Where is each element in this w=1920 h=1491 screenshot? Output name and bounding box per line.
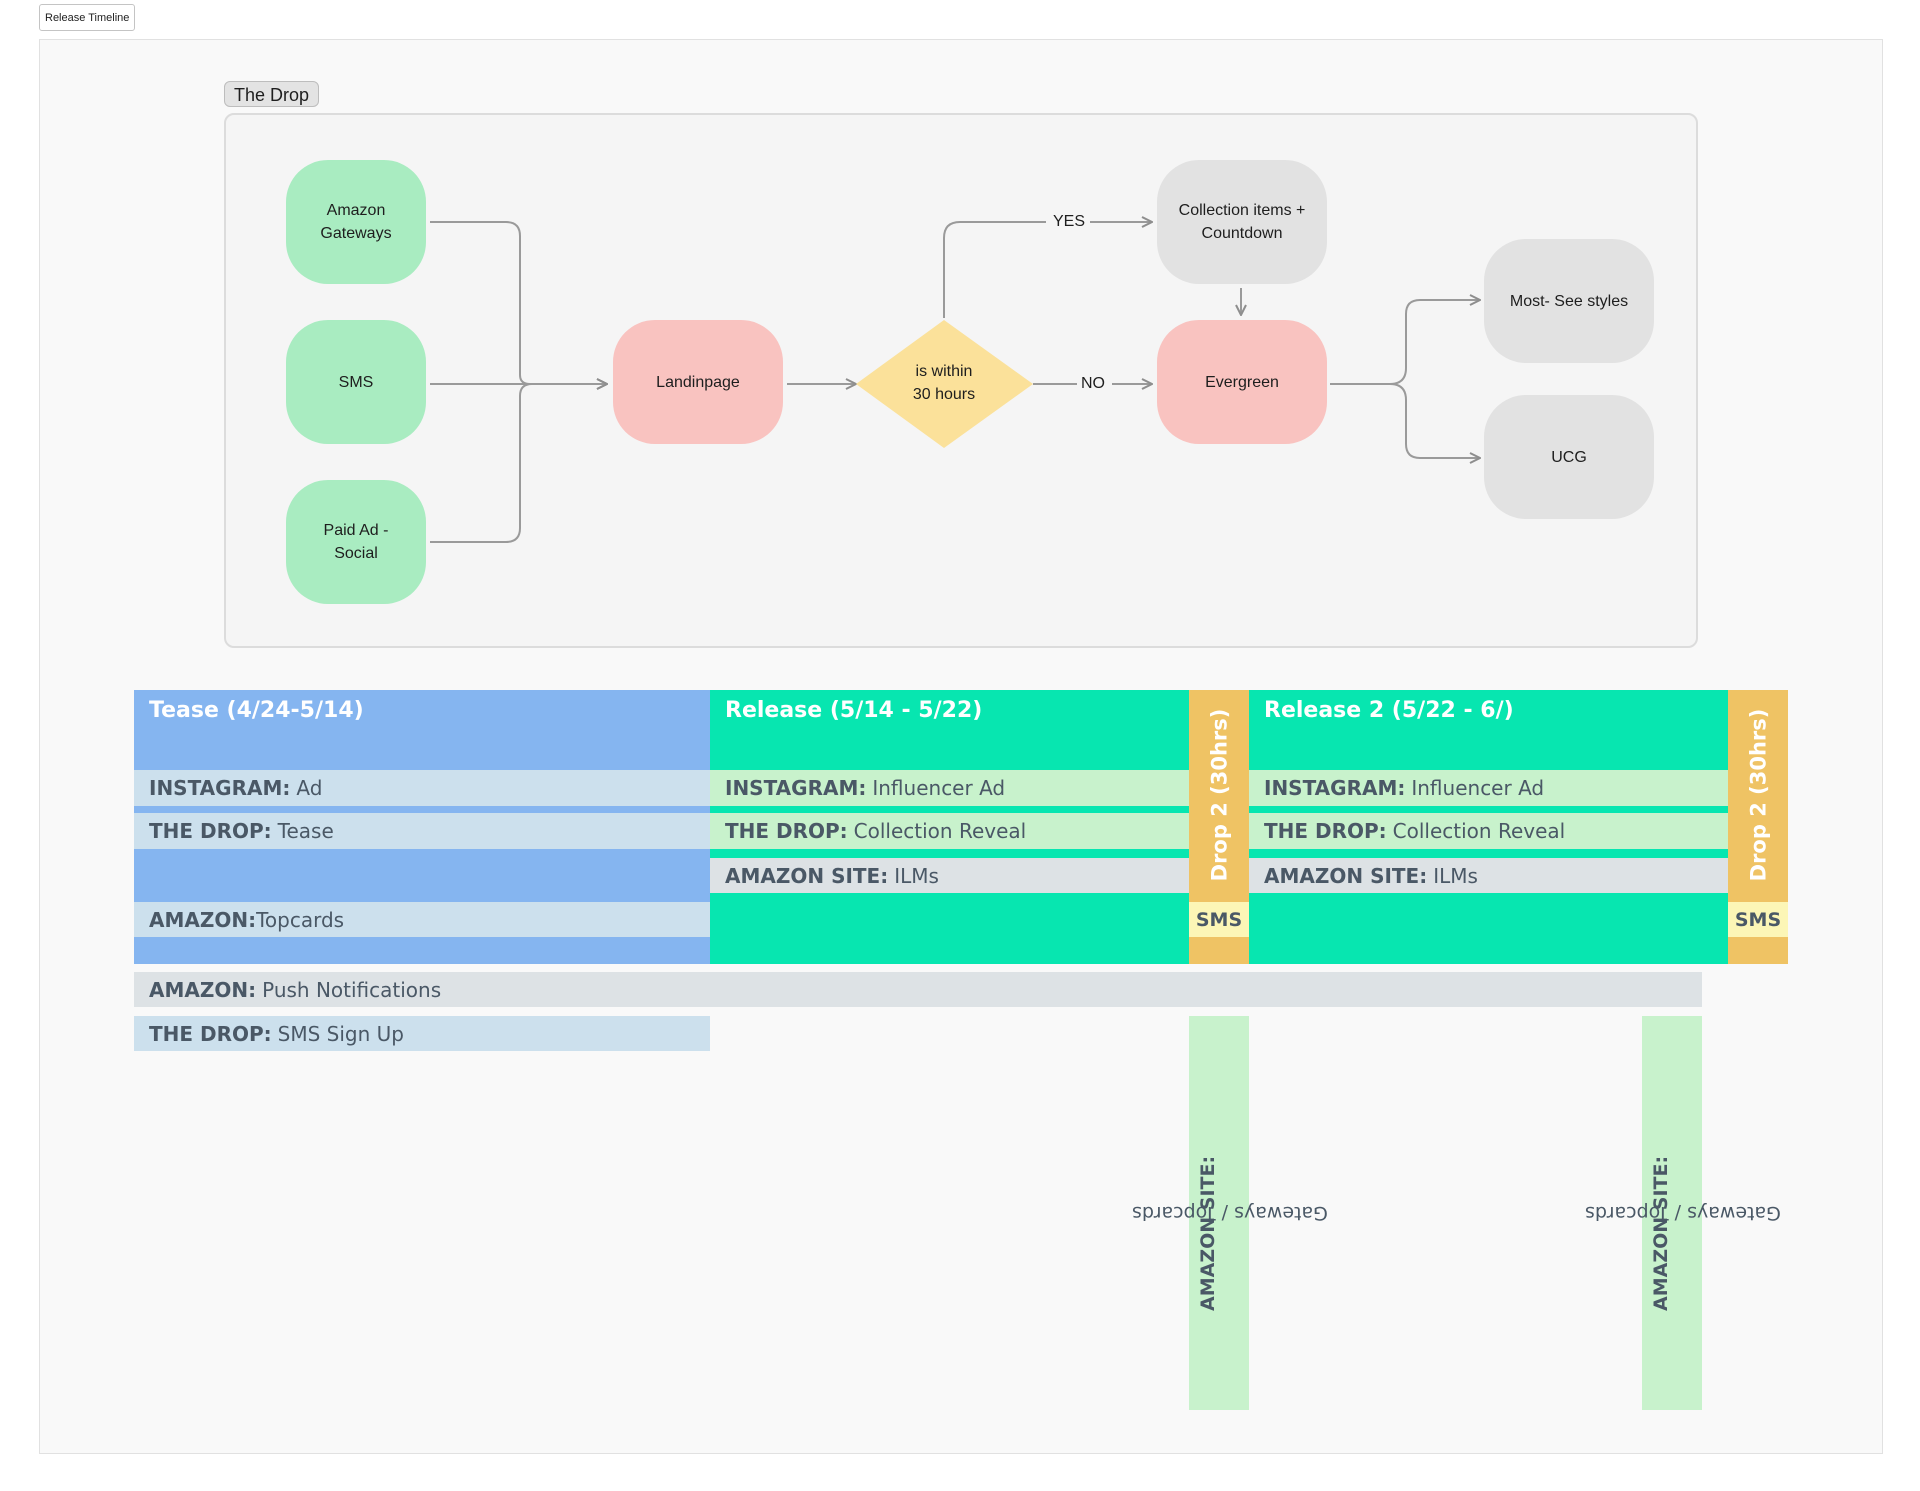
node-label: Social [334, 545, 378, 562]
release-row-the-drop[interactable]: THE DROP:Collection Reveal [710, 813, 1189, 849]
gateways-topcards-bar-a[interactable]: AMAZON SITE: Gateways / Topcards [1132, 1016, 1328, 1410]
row-label-bold: INSTAGRAM: [725, 776, 867, 800]
drop-label: Drop 2 (30hrs) [1746, 708, 1770, 882]
row-label-text: Gateways / Topcards [1585, 1202, 1781, 1224]
row-label-text: Collection Reveal [1392, 819, 1566, 843]
release-title[interactable]: Release (5/14 - 5/22) [725, 698, 983, 723]
drop-label: Drop 2 (30hrs) [1207, 708, 1231, 882]
row-label-text: Ad [296, 776, 323, 800]
node-label: 30 hours [912, 386, 976, 403]
node-sms[interactable]: SMS [286, 320, 426, 444]
node-label: Landinpage [656, 373, 740, 391]
release-row-amazon-site[interactable]: AMAZON SITE:ILMs [710, 858, 1189, 893]
node-label: Amazon [326, 202, 386, 219]
edge-label-no: NO [1078, 374, 1108, 394]
drop-a-sms[interactable]: SMS [1189, 902, 1249, 937]
decision-label[interactable]: is within 30 hours [857, 355, 1031, 411]
row-label-bold: AMAZON SITE: [1197, 1155, 1219, 1311]
node-landingpage[interactable]: Landinpage [613, 320, 783, 444]
decision-diamond [856, 320, 1033, 448]
edge-evergreen-ucg [1389, 383, 1480, 458]
gateways-topcards-bar-b[interactable]: AMAZON SITE: Gateways / Topcards [1585, 1016, 1781, 1410]
row-label-bold: AMAZON SITE: [1650, 1155, 1672, 1311]
node-most-see-styles[interactable]: Most- See styles [1484, 239, 1654, 363]
tease-row-amazon[interactable]: AMAZON:Topcards [134, 902, 710, 937]
row-label-bold: INSTAGRAM: [1264, 776, 1406, 800]
row-label-text: ILMs [1433, 863, 1478, 888]
release-row-instagram[interactable]: INSTAGRAM:Influencer Ad [710, 770, 1189, 806]
row-label-text: ILMs [894, 863, 939, 888]
release-2-row-instagram[interactable]: INSTAGRAM:Influencer Ad [1249, 770, 1728, 806]
row-label-text: Collection Reveal [853, 819, 1027, 843]
tease-row-the-drop[interactable]: THE DROP:Tease [134, 813, 710, 849]
release-2-row-amazon-site[interactable]: AMAZON SITE:ILMs [1249, 858, 1728, 893]
row-label-text: SMS Sign Up [277, 1021, 404, 1046]
node-label: Paid Ad - [323, 522, 389, 539]
row-label-bold: INSTAGRAM: [149, 776, 291, 800]
tease-row-instagram[interactable]: INSTAGRAM:Ad [134, 770, 710, 806]
drop-b-sms[interactable]: SMS [1728, 902, 1788, 937]
sms-signup-bar[interactable]: THE DROP:SMS Sign Up [134, 1016, 710, 1051]
row-label-bold: AMAZON SITE: [725, 863, 889, 888]
node-collection-countdown[interactable]: Collection items + Countdown [1157, 160, 1327, 284]
node-label: Evergreen [1205, 373, 1279, 391]
edge-evergreen-mostsee [1330, 300, 1480, 385]
row-label-text: Push Notifications [262, 977, 442, 1002]
tease-title[interactable]: Tease (4/24-5/14) [149, 698, 364, 723]
node-label: Most- See styles [1509, 292, 1629, 310]
node-label: SMS [338, 373, 374, 391]
row-label-bold: AMAZON: [149, 977, 257, 1002]
row-label-text: Influencer Ad [1411, 776, 1545, 800]
section-label[interactable]: The Drop [224, 81, 320, 107]
row-label-text: Tease [277, 819, 334, 843]
row-label-bold: AMAZON SITE: [1264, 863, 1428, 888]
node-label: is within [915, 363, 973, 380]
edge-paid-landing [430, 383, 533, 543]
frame-tab[interactable]: Release Timeline [39, 4, 136, 31]
row-label-bold: THE DROP: [1264, 819, 1387, 843]
row-label-bold: THE DROP: [725, 819, 848, 843]
node-ucg[interactable]: UCG [1484, 395, 1654, 519]
node-label: Countdown [1201, 225, 1283, 242]
row-label-bold: THE DROP: [149, 1021, 272, 1046]
node-evergreen[interactable]: Evergreen [1157, 320, 1327, 444]
release-2-row-the-drop[interactable]: THE DROP:Collection Reveal [1249, 813, 1728, 849]
node-label: UCG [1551, 448, 1587, 466]
node-label: Collection items + [1178, 202, 1306, 219]
row-label-text: Gateways / Topcards [1132, 1202, 1328, 1224]
edge-decision-collection [943, 221, 1046, 318]
node-paid-ad-social[interactable]: Paid Ad - Social [286, 480, 426, 604]
row-label-bold: AMAZON: [149, 907, 257, 932]
row-label-text: Influencer Ad [872, 776, 1006, 800]
row-label-text: Topcards [256, 907, 345, 932]
push-notifications-bar[interactable]: AMAZON:Push Notifications [134, 972, 1702, 1007]
node-label: Gateways [320, 225, 392, 242]
edge-gateways-landing [430, 221, 607, 384]
edge-label-yes: YES [1050, 212, 1089, 232]
release-2-title[interactable]: Release 2 (5/22 - 6/) [1264, 698, 1514, 723]
row-label-bold: THE DROP: [149, 819, 272, 843]
